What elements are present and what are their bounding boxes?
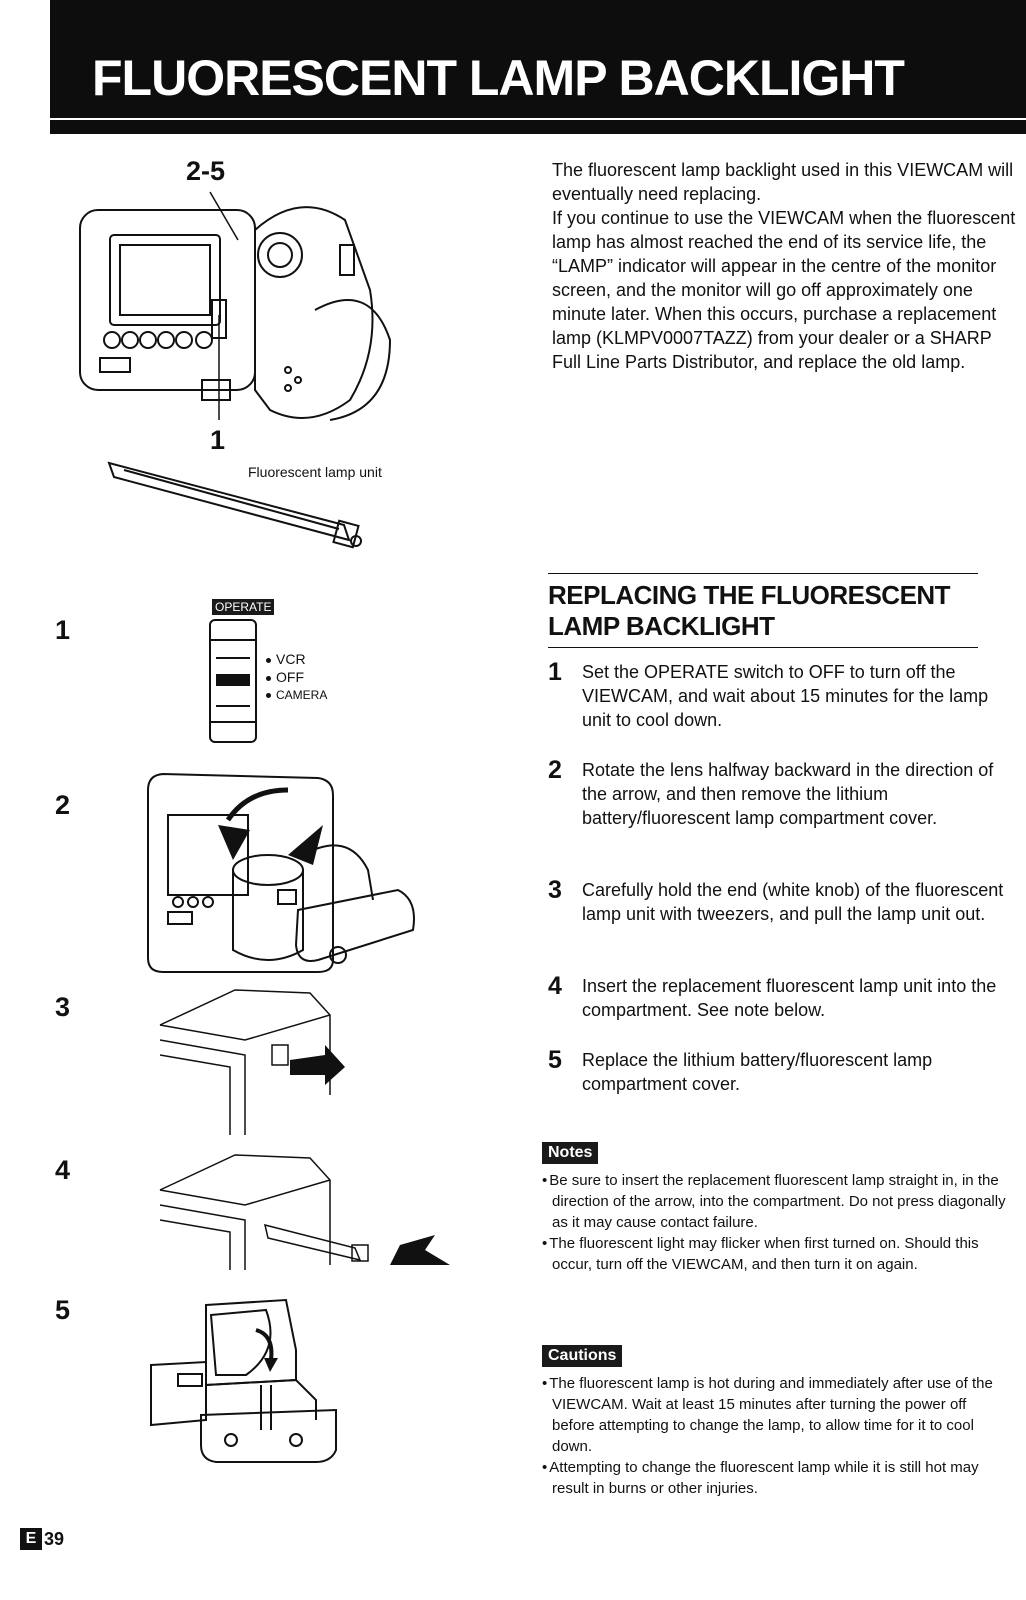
callout-1: 1 [210,425,226,455]
step-number: 4 [548,972,562,1000]
rotate-lens-illustration [147,772,415,973]
step-item: 4 Insert the replacement fluorescent lam… [548,972,1010,1022]
step-text: Set the OPERATE switch to OFF to turn of… [582,662,989,730]
operate-switch-illustration [209,619,257,743]
language-badge: E [20,1528,42,1550]
lamp-unit-illustration [107,461,362,549]
notes-list: Be sure to insert the replacement fluore… [542,1170,1012,1275]
insert-lamp-illustration [159,1154,450,1270]
step-text: Rotate the lens halfway backward in the … [582,760,994,828]
page-title: FLUORESCENT LAMP BACKLIGHT [92,50,905,106]
step-item: 5 Replace the lithium battery/fluorescen… [548,1046,1010,1096]
figure-step-number: 5 [55,1295,71,1325]
step-item: 2 Rotate the lens halfway backward in th… [548,756,1010,830]
step-number: 2 [548,756,562,784]
step-text: Insert the replacement fluorescent lamp … [582,976,997,1020]
page-number: 39 [44,1528,65,1549]
pull-lamp-illustration [159,989,345,1135]
header-bar [50,0,1026,118]
intro-text: The fluorescent lamp backlight used in t… [552,158,1017,374]
callout-2-5: 2-5 [186,156,226,186]
note-item: The fluorescent light may flicker when f… [542,1233,1012,1275]
option-dot [266,693,271,698]
caution-item: The fluorescent lamp is hot during and i… [542,1373,1012,1457]
viewcam-illustration [79,191,392,421]
step-number: 5 [548,1046,562,1074]
figure-step-number: 4 [55,1155,71,1185]
step-item: 3 Carefully hold the end (white knob) of… [548,876,1010,926]
page-footer: E 39 [20,1528,64,1550]
step-number: 1 [548,658,562,686]
step-text: Carefully hold the end (white knob) of t… [582,880,1004,924]
intro-paragraph: The fluorescent lamp backlight used in t… [552,160,1014,204]
caution-item: Attempting to change the fluorescent lam… [542,1457,1012,1499]
operate-label: OPERATE [212,599,275,615]
option-off: OFF [276,669,304,685]
section-rule-bottom [548,647,978,648]
step-item: 1 Set the OPERATE switch to OFF to turn … [548,658,1010,732]
figure-step-number: 1 [55,615,71,645]
note-item: Be sure to insert the replacement fluore… [542,1170,1012,1233]
section-title: REPLACING THE FLUORESCENT LAMP BACKLIGHT [548,580,951,641]
figure-step-number: 2 [55,790,71,820]
replace-cover-illustration [150,1298,337,1463]
intro-paragraph: If you continue to use the VIEWCAM when … [552,208,1016,372]
option-dot [266,676,271,681]
cautions-label: Cautions [542,1345,623,1367]
lamp-unit-caption: Fluorescent lamp unit [248,464,382,480]
figure-step-number: 3 [55,992,71,1022]
notes-label: Notes [542,1142,599,1164]
step-number: 3 [548,876,562,904]
header-rule [50,120,1026,134]
option-camera: CAMERA [276,688,328,702]
section-rule-top [548,573,978,574]
option-dot [266,658,271,663]
cautions-list: The fluorescent lamp is hot during and i… [542,1373,1012,1499]
step-text: Replace the lithium battery/fluorescent … [582,1050,933,1094]
option-vcr: VCR [276,651,306,667]
